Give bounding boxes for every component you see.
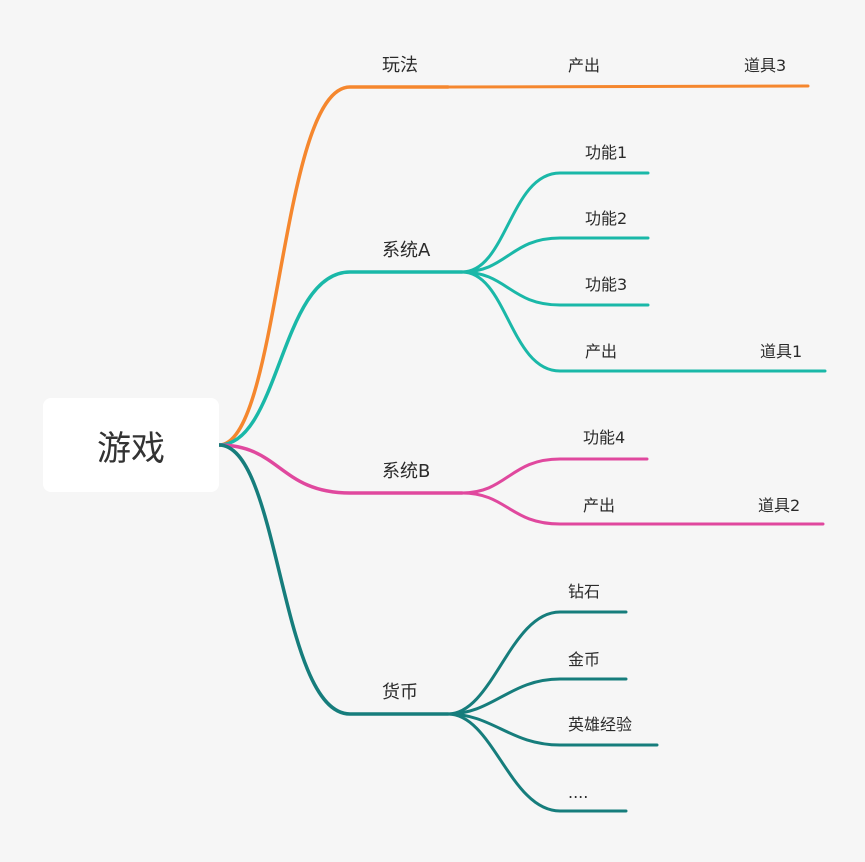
system-b-function4-label[interactable]: 功能4 [583, 428, 626, 447]
system-a-item1-label[interactable]: 道具1 [760, 342, 803, 361]
system-b-output-label[interactable]: 产出 [583, 496, 616, 515]
system-b-output-connector [460, 491, 825, 526]
system-a-output-label[interactable]: 产出 [585, 342, 618, 361]
system-b-item2-label[interactable]: 道具2 [758, 496, 801, 515]
currency-diamond-label[interactable]: 钻石 [568, 582, 601, 601]
system-a-function2-label[interactable]: 功能2 [585, 209, 628, 228]
system-a-function3-label[interactable]: 功能3 [585, 275, 628, 294]
gameplay-output-connector [446, 84, 810, 89]
system-a-function2-connector [460, 236, 650, 274]
branch-label-system-b[interactable]: 系统B [382, 461, 431, 482]
system-a-function1-label[interactable]: 功能1 [585, 143, 628, 162]
system-b-connector [217, 443, 464, 495]
currency-gold-connector [446, 677, 628, 716]
branch-label-gameplay[interactable]: 玩法 [382, 55, 418, 76]
currency-more-label[interactable]: .... [568, 783, 589, 802]
branch-label-currency[interactable]: 货币 [382, 682, 418, 703]
root-node-label: 游戏 [97, 428, 165, 469]
root-node[interactable]: 游戏 [43, 398, 219, 492]
currency-diamond-connector [446, 610, 628, 716]
currency-hero-exp-label[interactable]: 英雄经验 [568, 715, 633, 734]
currency-hero-exp-connector [446, 712, 659, 747]
system-a-function1-connector [460, 171, 650, 274]
gameplay-connector [217, 85, 450, 447]
currency-connector [217, 443, 450, 716]
branch-label-system-a[interactable]: 系统A [382, 240, 431, 261]
system-a-output-connector [460, 270, 827, 373]
currency-gold-label[interactable]: 金币 [568, 650, 601, 669]
currency-more-connector [446, 712, 628, 813]
gameplay-item3-label[interactable]: 道具3 [744, 56, 787, 75]
system-b-function4-connector [460, 457, 649, 495]
gameplay-output-label[interactable]: 产出 [568, 56, 601, 75]
system-a-function3-connector [460, 270, 650, 307]
system-a-connector [217, 270, 464, 447]
